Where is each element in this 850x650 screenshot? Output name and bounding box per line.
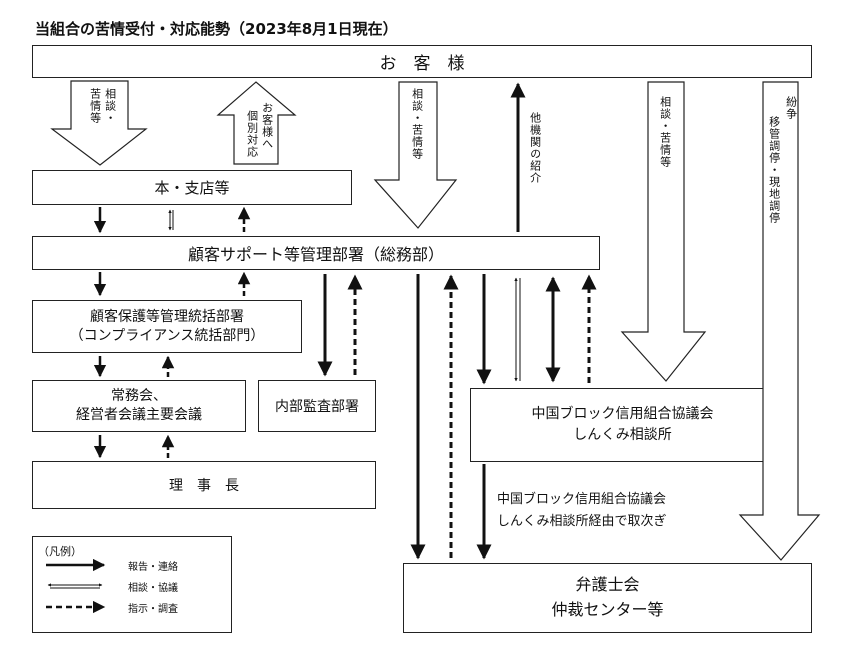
label-consult-right: 相談・苦情等 — [658, 96, 672, 168]
via-note-line2: しんくみ相談所経由で取次ぎ — [497, 514, 667, 529]
block-arrow-dispute — [738, 81, 821, 561]
board-box: 常務会、 経営者会議主要会議 — [32, 380, 246, 432]
branch-box: 本・支店等 — [32, 170, 352, 205]
block-arrow-consult-to-branch — [50, 80, 148, 166]
legend-instruct-label: 指示・調査 — [128, 604, 178, 615]
support-dept-box: 顧客サポート等管理部署（総務部） — [32, 236, 600, 270]
block-arrow-individual-response — [216, 81, 297, 165]
legend-consult-label: 相談・協議 — [128, 583, 178, 594]
audit-box: 内部監査部署 — [258, 380, 376, 432]
label-consult-main: 相談・苦情等 — [410, 88, 424, 160]
board-line1: 常務会、 — [111, 388, 167, 405]
legend-box — [32, 536, 232, 633]
lawyer-line2: 仲裁センター等 — [551, 600, 664, 619]
block-arrow-consult-main — [373, 81, 458, 229]
board-line2: 経営者会議主要会議 — [76, 407, 202, 423]
block-arrow-consult-right — [620, 81, 707, 382]
compliance-box: 顧客保護等管理統括部署 （コンプライアンス統括部門） — [32, 300, 302, 353]
label-dispute-b: 移管調停・現地調停 — [767, 116, 781, 224]
label-dispute-a: 紛争 — [784, 96, 798, 120]
legend-title: （凡例） — [38, 545, 82, 558]
label-individual-a: お客様へ — [260, 102, 274, 150]
lawyer-box: 弁護士会 仲裁センター等 — [403, 563, 812, 633]
via-note-line1: 中国ブロック信用組合協議会 — [497, 492, 667, 507]
label-other-referral: 他機関の紹介 — [528, 112, 542, 184]
label-individual-b: 個別対応 — [245, 110, 259, 158]
compliance-line2: （コンプライアンス統括部門） — [69, 327, 265, 344]
lawyer-line1: 弁護士会 — [575, 575, 640, 595]
customer-box: お 客 様 — [32, 45, 812, 78]
compliance-line1: 顧客保護等管理統括部署 — [90, 308, 244, 325]
chairman-box: 理 事 長 — [32, 461, 376, 509]
shinkumi-line2: しんくみ相談所 — [573, 427, 672, 443]
label-consult-b: 苦情等 — [88, 88, 102, 124]
shinkumi-line1: 中国ブロック信用組合協議会 — [531, 406, 714, 422]
page-title: 当組合の苦情受付・対応能勢（2023年8月1日現在） — [35, 20, 398, 38]
label-consult-a: 相談・ — [103, 88, 117, 124]
legend-report-label: 報告・連絡 — [128, 562, 178, 573]
